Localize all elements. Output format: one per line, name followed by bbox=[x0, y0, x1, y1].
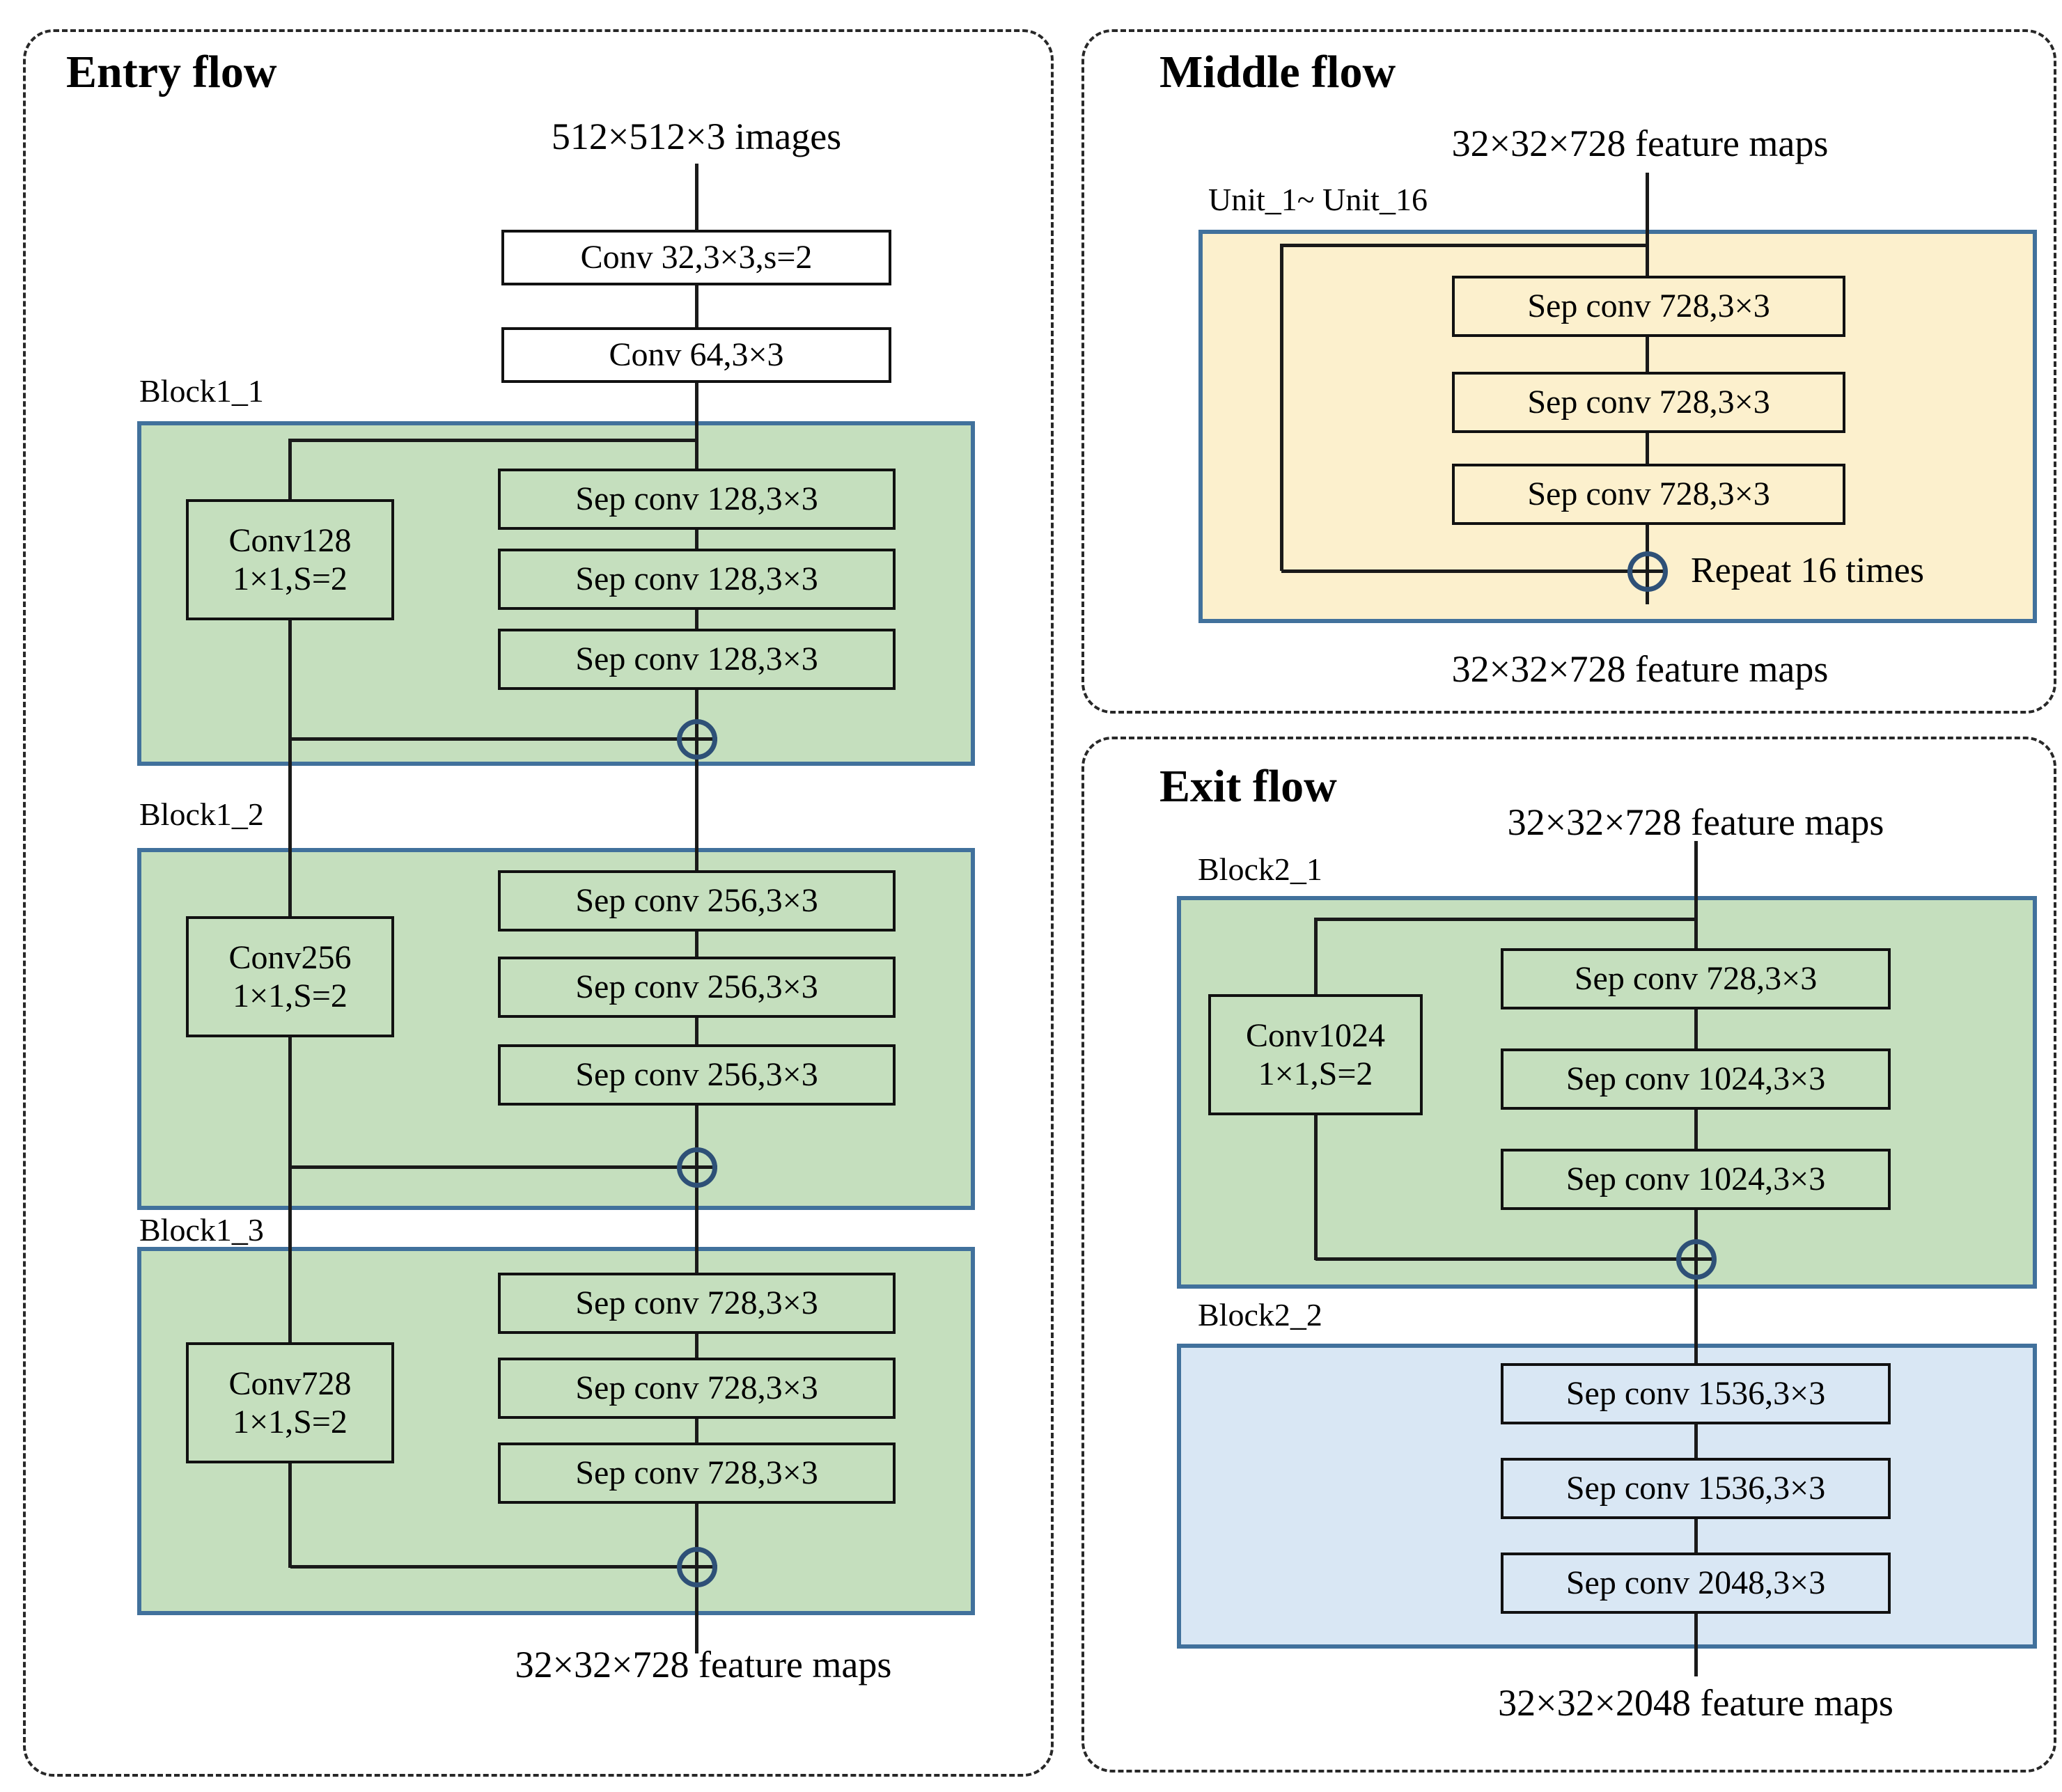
block2-1-label: Block2_1 bbox=[1198, 851, 1322, 887]
block1-1-label: Block1_1 bbox=[139, 373, 264, 409]
middle-sep-conv-box-3: Sep conv 728,3×3 bbox=[1452, 464, 1845, 525]
entry-flow-title: Entry flow bbox=[66, 47, 277, 97]
exit-output-size-label: 32×32×2048 feature maps bbox=[1498, 1682, 1893, 1724]
block1-1-sep-conv-box-3: Sep conv 128,3×3 bbox=[498, 629, 896, 690]
shortcut-conv-stride: 1×1,S=2 bbox=[233, 1404, 347, 1440]
block2-1-sep-conv-box-3: Sep conv 1024,3×3 bbox=[1501, 1149, 1891, 1210]
middle-add-merge-icon bbox=[1627, 551, 1668, 592]
shortcut-conv-filters: Conv1024 bbox=[1245, 1016, 1385, 1054]
block2-2-sep-conv-box-1: Sep conv 1536,3×3 bbox=[1501, 1363, 1891, 1424]
block1-2-label: Block1_2 bbox=[139, 796, 264, 832]
middle-flow-panel bbox=[1081, 29, 2056, 714]
entry-output-size-label: 32×32×728 feature maps bbox=[515, 1644, 892, 1685]
block1-3-shortcut-conv-box: Conv728 1×1,S=2 bbox=[186, 1342, 394, 1463]
shortcut-conv-filters: Conv728 bbox=[228, 1365, 352, 1402]
block2-1-sep-conv-box-2: Sep conv 1024,3×3 bbox=[1501, 1048, 1891, 1110]
block1-1-shortcut-conv-box: Conv128 1×1,S=2 bbox=[186, 499, 394, 620]
conv32-box: Conv 32,3×3,s=2 bbox=[501, 230, 891, 285]
middle-skip-side-line bbox=[1280, 244, 1283, 571]
block1-1-sep-conv-box-2: Sep conv 128,3×3 bbox=[498, 549, 896, 610]
block1-3-sep-conv-box-1: Sep conv 728,3×3 bbox=[498, 1273, 896, 1334]
block1-1-add-merge-icon bbox=[677, 719, 717, 760]
entry-flow-panel bbox=[23, 29, 1054, 1777]
exit-flow-title: Exit flow bbox=[1159, 761, 1337, 812]
exit-flow-panel bbox=[1081, 737, 2056, 1773]
block1-2-sep-conv-box-3: Sep conv 256,3×3 bbox=[498, 1044, 896, 1106]
block2-1-branch-line bbox=[1315, 918, 1696, 921]
middle-skip-top-line bbox=[1281, 244, 1647, 247]
block1-1-skip-connection-line bbox=[290, 737, 717, 741]
repeat-16-times-label: Repeat 16 times bbox=[1691, 551, 1925, 590]
shortcut-conv-stride: 1×1,S=2 bbox=[233, 560, 347, 597]
middle-sep-conv-box-1: Sep conv 728,3×3 bbox=[1452, 276, 1845, 337]
entry-input-size-label: 512×512×3 images bbox=[551, 116, 842, 157]
block2-2-sep-conv-box-3: Sep conv 2048,3×3 bbox=[1501, 1553, 1891, 1614]
block1-2-sep-conv-box-2: Sep conv 256,3×3 bbox=[498, 957, 896, 1018]
shortcut-conv-filters: Conv128 bbox=[228, 521, 352, 559]
shortcut-conv-stride: 1×1,S=2 bbox=[233, 977, 347, 1014]
exit-input-size-label: 32×32×728 feature maps bbox=[1507, 801, 1884, 843]
block2-2-label: Block2_2 bbox=[1198, 1297, 1322, 1333]
block1-2-shortcut-conv-box: Conv256 1×1,S=2 bbox=[186, 916, 394, 1037]
block2-2-sep-conv-box-2: Sep conv 1536,3×3 bbox=[1501, 1458, 1891, 1519]
shortcut-conv-stride: 1×1,S=2 bbox=[1258, 1055, 1373, 1092]
middle-flow-title: Middle flow bbox=[1159, 47, 1396, 97]
block1-3-skip-connection-line bbox=[290, 1565, 717, 1569]
middle-input-size-label: 32×32×728 feature maps bbox=[1451, 123, 1829, 164]
block1-3-sep-conv-box-2: Sep conv 728,3×3 bbox=[498, 1358, 896, 1419]
block2-1-skip-connection-line bbox=[1315, 1257, 1715, 1261]
block2-1-sep-conv-box-1: Sep conv 728,3×3 bbox=[1501, 948, 1891, 1009]
block1-2-skip-connection-line bbox=[290, 1165, 717, 1169]
middle-sep-conv-box-2: Sep conv 728,3×3 bbox=[1452, 372, 1845, 433]
block1-2-sep-conv-box-1: Sep conv 256,3×3 bbox=[498, 870, 896, 932]
block1-1-branch-line bbox=[290, 439, 698, 442]
middle-skip-connection-line bbox=[1281, 569, 1667, 573]
shortcut-conv-filters: Conv256 bbox=[228, 938, 352, 976]
block1-3-label: Block1_3 bbox=[139, 1212, 264, 1248]
middle-unit-range-label: Unit_1~ Unit_16 bbox=[1208, 182, 1428, 217]
conv64-box: Conv 64,3×3 bbox=[501, 327, 891, 383]
block1-3-add-merge-icon bbox=[677, 1547, 717, 1587]
block1-2-add-merge-icon bbox=[677, 1147, 717, 1188]
block2-1-shortcut-conv-box: Conv1024 1×1,S=2 bbox=[1208, 994, 1423, 1115]
block2-1-add-merge-icon bbox=[1676, 1239, 1717, 1280]
middle-output-size-label: 32×32×728 feature maps bbox=[1451, 648, 1829, 690]
block1-3-sep-conv-box-3: Sep conv 728,3×3 bbox=[498, 1443, 896, 1504]
block1-1-sep-conv-box-1: Sep conv 128,3×3 bbox=[498, 469, 896, 530]
